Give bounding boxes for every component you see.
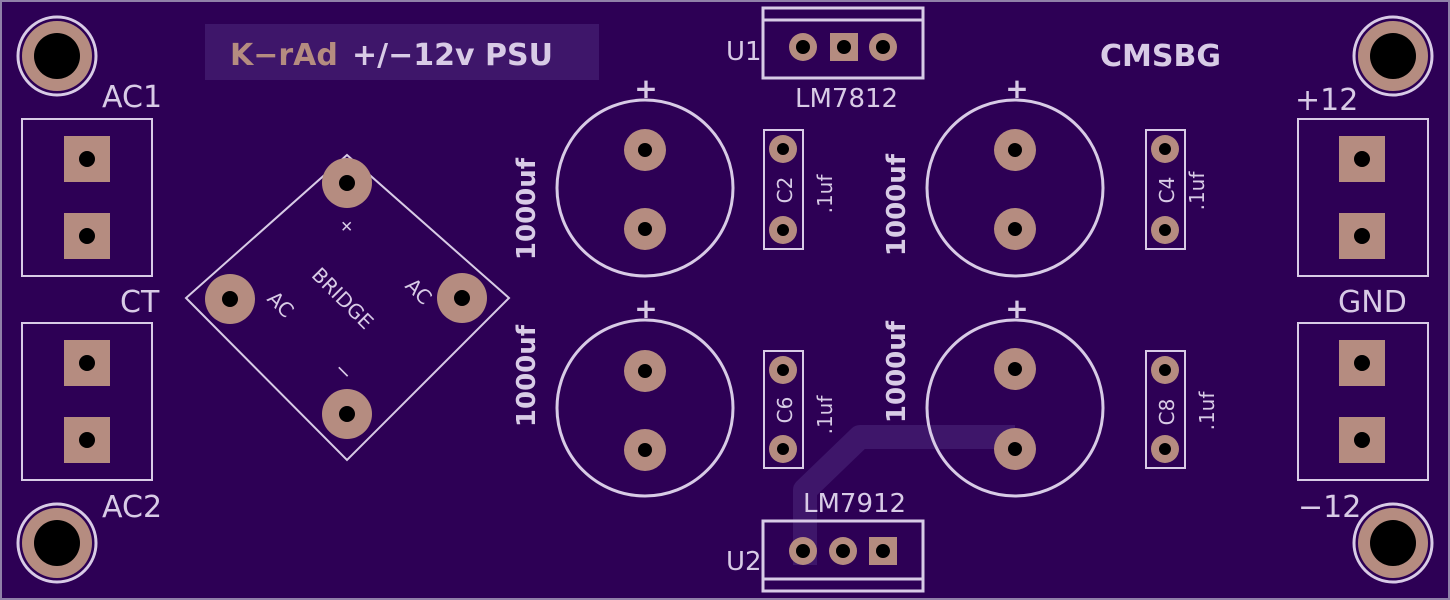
cap4-plus: +	[1005, 292, 1028, 325]
ceramic-cap-c8: C8 .1uf	[1145, 350, 1219, 469]
terminal-gnd-neg	[1297, 322, 1429, 481]
terminal-ac1-ct	[21, 118, 153, 277]
label-pos12: +12	[1295, 83, 1358, 118]
label-gnd: GND	[1338, 285, 1407, 320]
board-title-desc: +/−12v PSU	[352, 38, 553, 73]
copper-trace	[793, 425, 1015, 565]
electrolytic-cap-3: + 1000uf	[512, 292, 735, 498]
electrolytic-cap-1: + 1000uf	[512, 72, 735, 278]
label-neg12: −12	[1298, 490, 1361, 525]
cap2-value: 1000uf	[882, 153, 912, 256]
u1-ref: U1	[726, 37, 762, 67]
ceramic-cap-c2: C2 .1uf	[763, 129, 837, 250]
electrolytic-cap-2: + 1000uf	[882, 72, 1105, 278]
title-box	[205, 24, 599, 80]
c8-ref: C8	[1155, 399, 1179, 426]
cap2-plus: +	[1005, 72, 1028, 105]
label-ac1: AC1	[102, 80, 162, 115]
mounting-hole-bl	[16, 502, 98, 584]
c4-ref: C4	[1155, 177, 1179, 204]
terminal-ct-ac2	[21, 322, 153, 481]
c2-value: .1uf	[813, 174, 837, 214]
electrolytic-cap-4: + 1000uf	[882, 292, 1105, 498]
c6-ref: C6	[773, 397, 797, 424]
u2-part: LM7912	[803, 489, 906, 519]
u1-part: LM7812	[795, 84, 898, 114]
mounting-hole-br	[1352, 502, 1434, 584]
cap1-value: 1000uf	[512, 157, 542, 260]
logo-text: CMSBG	[1100, 39, 1221, 74]
c6-value: .1uf	[813, 395, 837, 435]
regulator-u2	[761, 519, 925, 593]
mounting-hole-tr	[1352, 15, 1434, 97]
cap3-plus: +	[634, 292, 657, 325]
label-ct: CT	[120, 285, 160, 320]
cap3-value: 1000uf	[512, 324, 542, 427]
u2-ref: U2	[726, 547, 762, 577]
c2-ref: C2	[773, 177, 797, 204]
label-ac2: AC2	[102, 490, 162, 525]
c4-value: .1uf	[1185, 171, 1209, 211]
board-title-brand: K−rAd	[230, 38, 338, 73]
ceramic-cap-c4: C4 .1uf	[1145, 129, 1209, 250]
c8-value: .1uf	[1195, 391, 1219, 431]
terminal-pos-gnd	[1297, 118, 1429, 277]
mounting-hole-tl	[16, 15, 98, 97]
cap1-plus: +	[634, 72, 657, 105]
cap4-value: 1000uf	[882, 320, 912, 423]
regulator-u1	[761, 6, 925, 80]
ceramic-cap-c6: C6 .1uf	[763, 350, 837, 469]
